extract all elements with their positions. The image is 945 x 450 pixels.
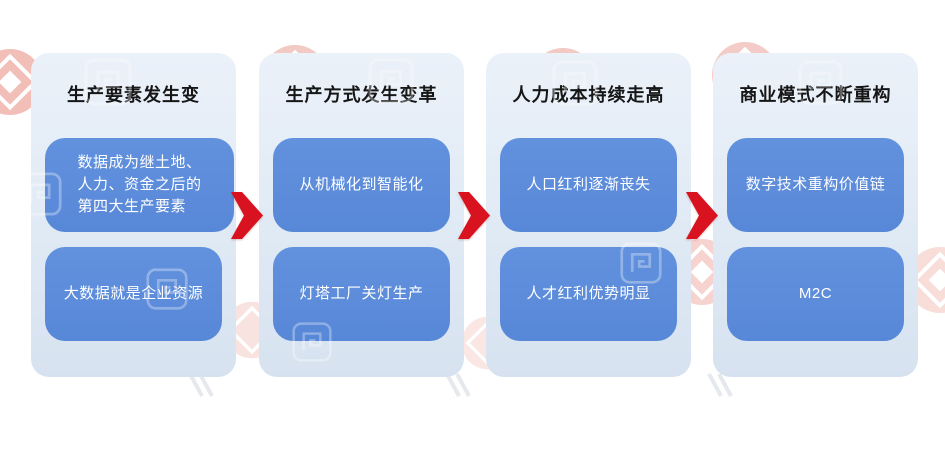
stage-item: 从机械化到智能化	[273, 138, 450, 232]
stage-panel-1: 生产要素发生变 数据成为继土地、 人力、资金之后的 第四大生产要素 大数据就是企…	[31, 53, 236, 377]
watermark-maze-icon	[552, 60, 598, 106]
watermark-maze-icon	[292, 322, 332, 362]
stage-item: 数字技术重构价值链	[727, 138, 904, 232]
stage-item-label: 数据成为继土地、 人力、资金之后的 第四大生产要素	[77, 154, 202, 215]
watermark-maze-icon	[18, 172, 62, 216]
arrow-right-icon	[686, 192, 718, 239]
stage-panel-4: 商业模式不断重构 数字技术重构价值链 M2C	[713, 53, 918, 377]
stage-title: 生产方式发生变革	[285, 85, 438, 105]
watermark-mark-icon	[188, 373, 214, 397]
watermark-mark-icon	[707, 373, 733, 397]
watermark-mark-icon	[445, 373, 471, 397]
arrow-right-icon	[231, 192, 263, 239]
watermark-maze-icon	[146, 268, 188, 310]
stage-item: 灯塔工厂关灯生产	[273, 247, 450, 341]
stage-item-label: 数字技术重构价值链	[745, 176, 886, 193]
stage-panel-3: 人力成本持续走高 人口红利逐渐丧失 人才红利优势明显	[486, 53, 691, 377]
stage-title: 商业模式不断重构	[739, 85, 892, 105]
stage-item: 人口红利逐渐丧失	[500, 138, 677, 232]
stage-item-label: 灯塔工厂关灯生产	[299, 285, 424, 302]
stage-item-label: 大数据就是企业资源	[63, 285, 204, 302]
stage-panel-2: 生产方式发生变革 从机械化到智能化 灯塔工厂关灯生产	[259, 53, 464, 377]
stage-item-label: 人才红利优势明显	[526, 285, 651, 302]
watermark-maze-icon	[798, 60, 843, 105]
watermark-maze-icon	[84, 58, 132, 106]
watermark-maze-icon	[620, 242, 662, 284]
stage-item: 大数据就是企业资源	[45, 247, 222, 341]
stage-item: M2C	[727, 247, 904, 341]
stage-item: 人才红利优势明显	[500, 247, 677, 341]
watermark-maze-icon	[368, 58, 414, 104]
stage-item: 数据成为继土地、 人力、资金之后的 第四大生产要素	[45, 138, 234, 232]
stage-title: 人力成本持续走高	[512, 85, 665, 105]
stage-item-label: 从机械化到智能化	[299, 176, 424, 193]
stage-item-label: M2C	[798, 285, 833, 302]
arrow-right-icon	[458, 192, 490, 239]
stage-item-label: 人口红利逐渐丧失	[526, 176, 651, 193]
stage-title: 生产要素发生变	[67, 85, 200, 105]
